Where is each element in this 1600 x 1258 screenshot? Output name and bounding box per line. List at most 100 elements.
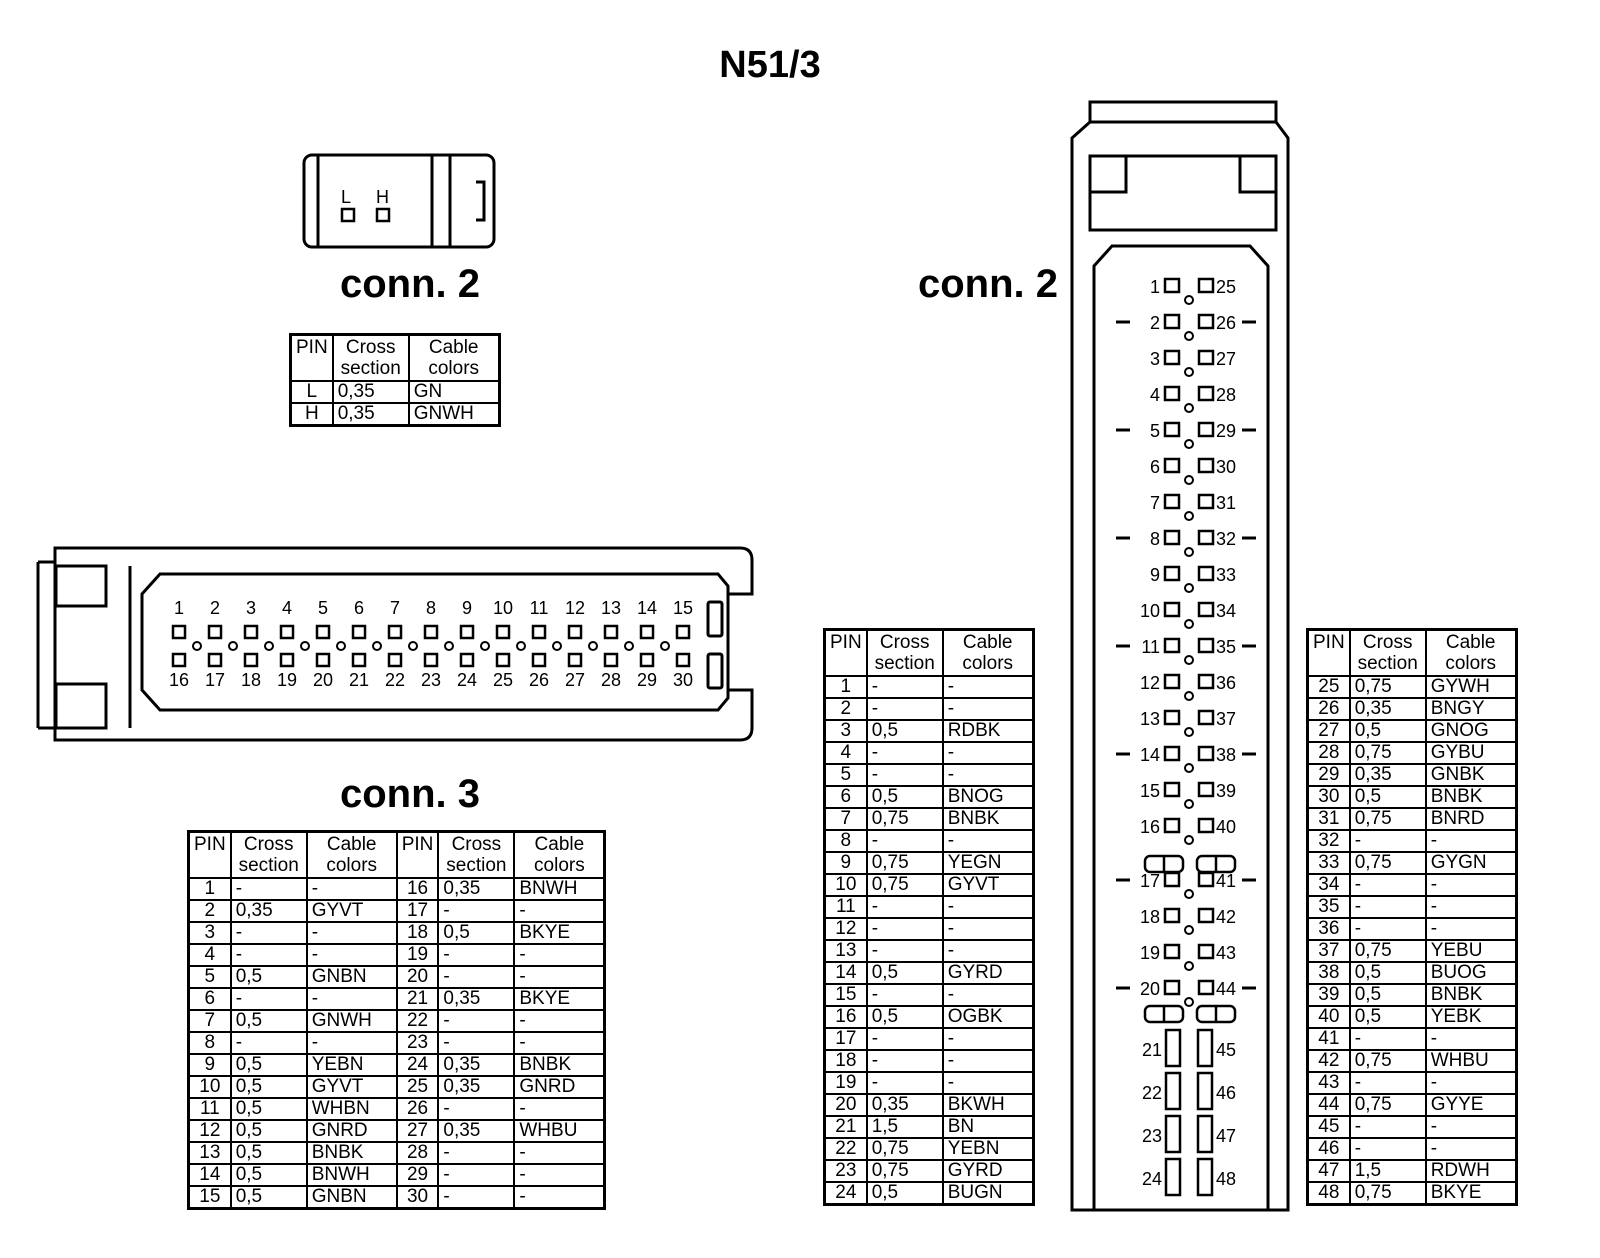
header-pin: PIN xyxy=(187,830,232,879)
cable-color-cell: GYVT xyxy=(305,1075,398,1099)
coding-hole xyxy=(1184,727,1194,737)
pin-contact xyxy=(1163,313,1181,330)
pin-contact xyxy=(1197,385,1215,402)
header-pin: PIN xyxy=(395,830,440,879)
pin-number-label: 5 xyxy=(1150,421,1160,441)
table-row: 13-- xyxy=(823,939,1035,963)
cable-color-cell: - xyxy=(513,1163,606,1187)
cross-section-cell: 1,5 xyxy=(865,1115,944,1139)
cable-color-cell: - xyxy=(941,1049,1035,1073)
table-row: 8-- xyxy=(823,829,1035,853)
pin-contact xyxy=(1197,565,1215,582)
coding-hole xyxy=(192,641,202,651)
coding-hole xyxy=(1184,835,1194,845)
cross-section-cell: - xyxy=(229,877,308,901)
pin-number-label: 7 xyxy=(1150,493,1160,513)
cable-color-cell: - xyxy=(513,943,606,967)
table-row: 34-- xyxy=(1306,873,1518,897)
pin-number-label: 17 xyxy=(1140,871,1160,891)
pin-number-label: 15 xyxy=(1140,781,1160,801)
pin-number-label: 16 xyxy=(169,670,189,690)
header-cable-colors: Cable colors xyxy=(941,628,1035,677)
header-cross-section: Cross section xyxy=(331,333,410,382)
pin-number-label: 20 xyxy=(1140,979,1160,999)
pin-contact xyxy=(207,624,223,640)
pin-number-label: 48 xyxy=(1216,1169,1236,1189)
cable-color-cell: - xyxy=(1424,829,1518,853)
pin-cell: 27 xyxy=(1306,719,1351,743)
cable-color-cell: GYBU xyxy=(1424,741,1518,765)
table-row: L 0,35 GN xyxy=(289,380,501,404)
pin-contact xyxy=(1163,907,1181,924)
pin-number-label: 39 xyxy=(1216,781,1236,801)
pin-contact xyxy=(1197,529,1215,546)
blade-contact xyxy=(1164,1157,1182,1197)
table-row: 2-- xyxy=(823,697,1035,721)
coding-hole xyxy=(1184,367,1194,377)
pin-cell: 16 xyxy=(823,1005,868,1029)
pin-cell: 18 xyxy=(395,921,440,945)
pin-number-label: 25 xyxy=(493,670,513,690)
cable-color-cell: - xyxy=(941,895,1035,919)
cable-color-cell: - xyxy=(513,1141,606,1165)
pin-number-label: 4 xyxy=(282,598,292,618)
pin-number-label: 22 xyxy=(385,670,405,690)
pin-number-label: 8 xyxy=(1150,529,1160,549)
pin-cell: 33 xyxy=(1306,851,1351,875)
pin-cell: 6 xyxy=(823,785,868,809)
cable-color-cell: GNWH xyxy=(407,402,501,427)
pin-contact xyxy=(567,624,583,640)
pin-number-label: 7 xyxy=(390,598,400,618)
pin-cell: 24 xyxy=(823,1181,868,1206)
pin-number-label: 35 xyxy=(1216,637,1236,657)
pin-contact xyxy=(1163,673,1181,690)
coding-hole xyxy=(1184,475,1194,485)
cross-section-cell: - xyxy=(865,1027,944,1051)
cross-section-cell: - xyxy=(865,829,944,853)
cable-color-cell: - xyxy=(513,1031,606,1055)
pin-cell: 18 xyxy=(823,1049,868,1073)
cable-color-cell: BNGY xyxy=(1424,697,1518,721)
cable-color-cell: - xyxy=(305,987,398,1011)
pin-cell: 17 xyxy=(395,899,440,923)
pin-contact xyxy=(1163,385,1181,402)
pin-cell: 29 xyxy=(395,1163,440,1187)
pin-number-label: 29 xyxy=(637,670,657,690)
cross-section-cell: - xyxy=(437,1141,516,1165)
pin-contact xyxy=(1163,781,1181,798)
blade-contact xyxy=(1164,1071,1182,1111)
pin-number-label: 14 xyxy=(637,598,657,618)
table-row: 35-- xyxy=(1306,895,1518,919)
coding-hole xyxy=(1184,799,1194,809)
table-row: 32-- xyxy=(1306,829,1518,853)
coding-hole xyxy=(372,641,382,651)
cross-section-cell: 0,75 xyxy=(1348,851,1427,875)
pin-number-label: 1 xyxy=(1150,277,1160,297)
pin-contact xyxy=(1163,709,1181,726)
table-row: 18-- xyxy=(823,1049,1035,1073)
pin-number-label: 26 xyxy=(1216,313,1236,333)
cross-section-cell: 0,75 xyxy=(1348,1181,1427,1206)
cross-section-cell: 0,35 xyxy=(437,987,516,1011)
pin-number-label: 42 xyxy=(1216,907,1236,927)
pin-contact xyxy=(1197,979,1215,996)
pin-contact xyxy=(1197,673,1215,690)
pin-contact xyxy=(1197,781,1215,798)
cross-section-cell: 0,75 xyxy=(865,807,944,831)
pin-cell: 46 xyxy=(1306,1137,1351,1161)
coding-hole xyxy=(1184,961,1194,971)
cable-color-cell: - xyxy=(513,965,606,989)
cable-color-cell: - xyxy=(513,899,606,923)
pin-contact xyxy=(1163,565,1181,582)
cable-color-cell: GYRD xyxy=(941,961,1035,985)
table-row: 4-- xyxy=(823,741,1035,765)
cable-color-cell: - xyxy=(1424,895,1518,919)
pin-number-label: 21 xyxy=(1142,1040,1162,1060)
blade-contact xyxy=(1164,1028,1182,1068)
pin-cell: H xyxy=(289,402,334,427)
